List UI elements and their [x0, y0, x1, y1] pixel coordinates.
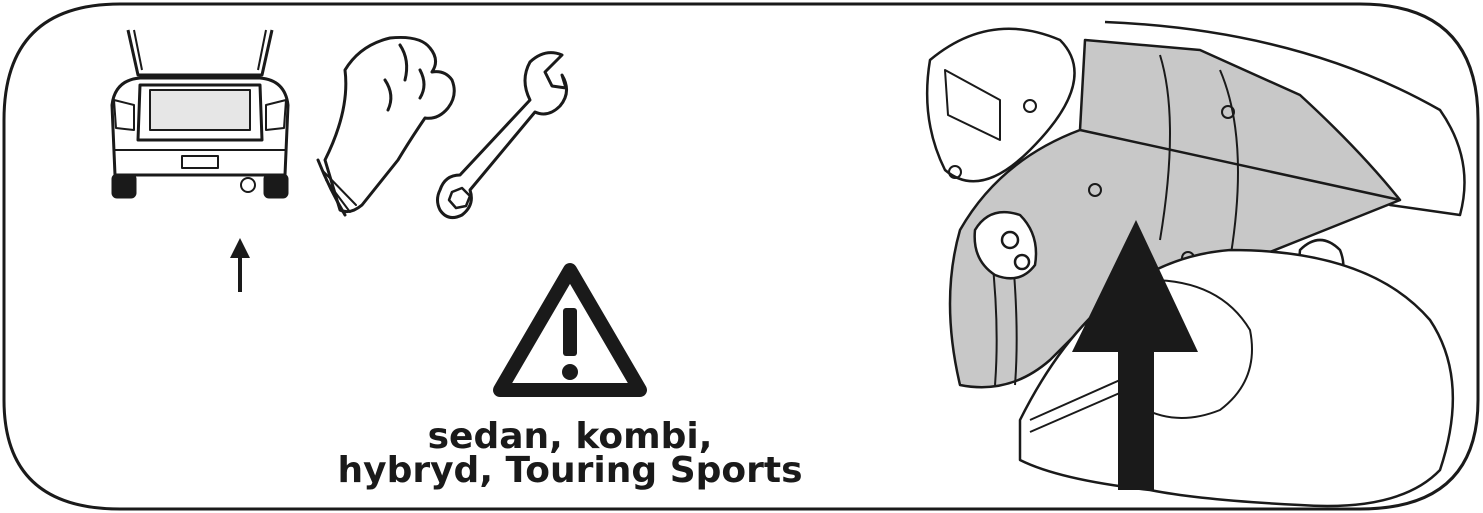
up-arrow-icon	[230, 238, 250, 292]
glove-icon	[318, 37, 454, 215]
car-rear-view-icon	[112, 30, 288, 197]
caption-line-1: sedan, kombi,	[300, 420, 840, 454]
caption-line-2: hybryd, Touring Sports	[300, 454, 840, 488]
heat-shield-illustration	[927, 22, 1464, 506]
vehicle-variants-caption: sedan, kombi, hybryd, Touring Sports	[300, 420, 840, 488]
warning-triangle-icon	[500, 270, 640, 390]
wrench-icon	[438, 53, 567, 218]
